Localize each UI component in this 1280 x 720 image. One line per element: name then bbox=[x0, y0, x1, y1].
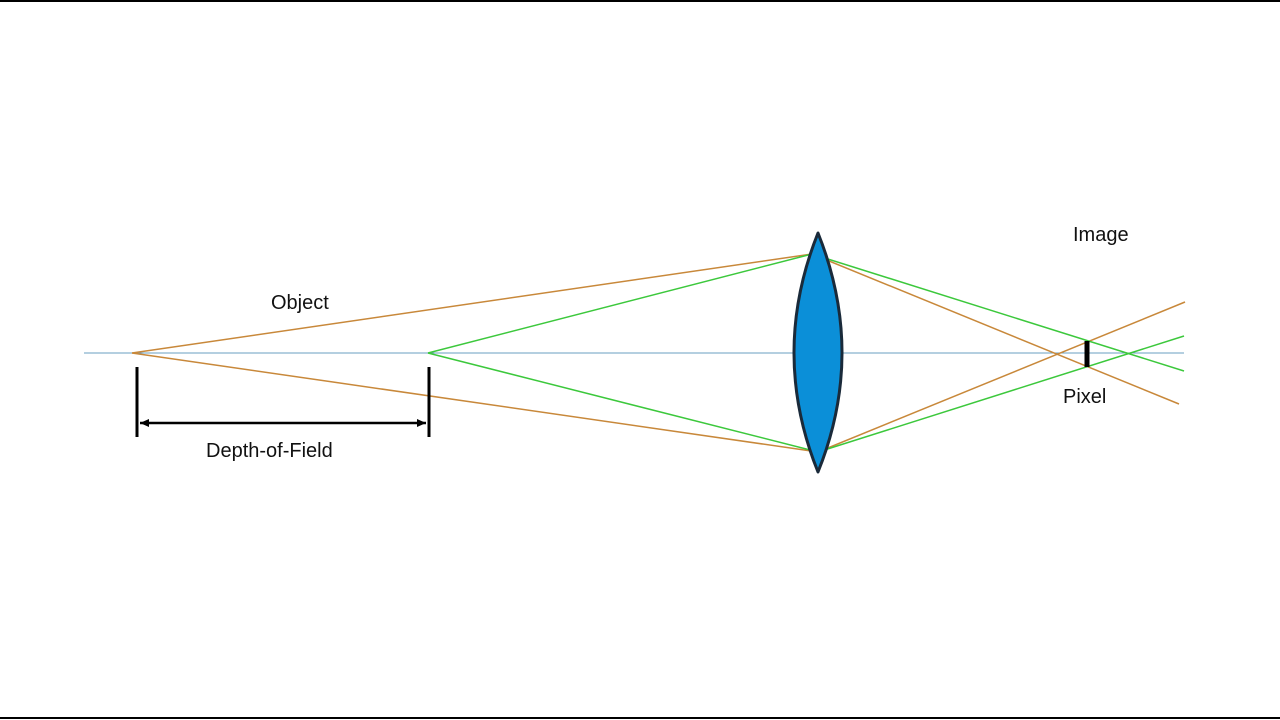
far-point-rays bbox=[131, 253, 1186, 453]
pixel-label: Pixel bbox=[1063, 386, 1106, 408]
far-ray-lower-object-side bbox=[131, 352, 819, 453]
far-ray-lower-image-side bbox=[817, 301, 1186, 453]
bottom-border bbox=[0, 717, 1280, 719]
depth-of-field-dimension bbox=[135, 367, 431, 437]
far-ray-upper-object-side bbox=[131, 253, 813, 354]
top-border bbox=[0, 0, 1280, 2]
far-ray-upper-image-side bbox=[811, 253, 1180, 405]
near-point-rays bbox=[427, 253, 1185, 453]
near-ray-upper-object-side bbox=[427, 253, 813, 354]
near-ray-lower-image-side bbox=[817, 335, 1185, 453]
object-label: Object bbox=[271, 292, 329, 314]
image-label: Image bbox=[1073, 224, 1129, 246]
depth-of-field-label: Depth-of-Field bbox=[206, 440, 333, 462]
near-ray-lower-object-side bbox=[427, 352, 819, 453]
near-ray-upper-image-side bbox=[811, 253, 1185, 372]
convex-lens bbox=[792, 231, 844, 474]
